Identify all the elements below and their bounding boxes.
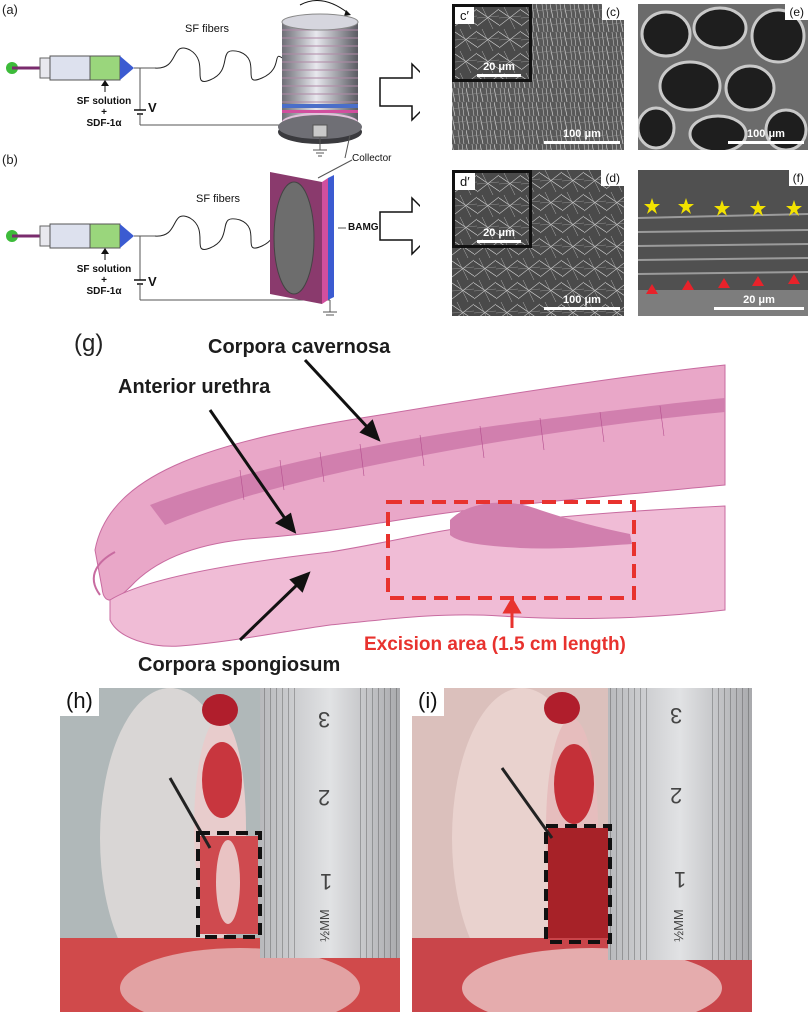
ruler-h-2: 2: [318, 785, 331, 810]
panel-label-e: (e): [785, 4, 808, 20]
red-triangle-markers: [646, 274, 800, 294]
ruler-h-1: 1: [320, 869, 333, 894]
ruler-i-1: 1: [674, 867, 687, 892]
fiber-path-a: [154, 47, 291, 82]
panel-label-i: (i): [412, 688, 444, 716]
voltage-label-b: V: [148, 274, 157, 289]
sem-image-c: c′ 20 μm (c) 100 μm: [452, 4, 624, 150]
histology-section: [92, 358, 726, 647]
yellow-star-markers: [644, 198, 802, 216]
fiber-path-b: [154, 215, 279, 250]
label-anterior-urethra: Anterior urethra: [118, 376, 271, 398]
sem-image-f: (f) 20 μm: [638, 170, 808, 316]
sem-image-d: d′ 20 μm (d) 100 μm: [452, 170, 624, 316]
ruler-h-3: 3: [318, 707, 331, 732]
sem-image-e: (e) 100 μm: [638, 4, 808, 150]
excision-box-h: [196, 831, 262, 939]
panel-label-f: (f): [788, 170, 808, 186]
scale-bar-c: 100 μm: [544, 128, 620, 144]
arrow-b: [379, 196, 420, 256]
surgical-photo-i: 3 2 1 ½MM (i): [412, 688, 752, 1012]
panel-label-c-prime: c′: [455, 7, 474, 24]
scale-bar-f: 20 μm: [714, 294, 804, 310]
label-corpora-spongiosum: Corpora spongiosum: [138, 654, 341, 676]
fibers-label-b: SF fibers: [196, 193, 241, 205]
label-excision-area: Excision area (1.5 cm length): [364, 634, 626, 655]
panel-label-a: (a): [2, 2, 18, 17]
scale-bar-e: 100 μm: [728, 128, 804, 144]
porous-sponge-structure: [638, 4, 808, 150]
excision-box-i: [544, 824, 612, 944]
ruler-h-unit: ½MM: [316, 909, 332, 942]
collector-label: Collector: [352, 153, 392, 164]
panel-label-d: (d): [601, 170, 624, 186]
syringe-b: [6, 223, 155, 249]
drum-collector: [278, 0, 362, 157]
panel-label-h: (h): [60, 688, 99, 716]
arrow-a: [379, 62, 420, 122]
panel-label-c: (c): [602, 4, 624, 20]
ruler-i-unit: ½MM: [670, 909, 686, 942]
panel-label-g: (g): [74, 330, 104, 357]
panel-label-b: (b): [2, 152, 18, 167]
voltage-label-a: V: [148, 100, 157, 115]
solution-label-b: SF solution + SDF-1α: [76, 264, 132, 297]
scale-bar-d-inset: 20 μm: [477, 227, 521, 243]
bamg-label: BAMG: [348, 222, 379, 233]
surgical-photo-h: 3 2 1 ½MM (h): [60, 688, 400, 1012]
panel-label-d-prime: d′: [455, 173, 475, 190]
syringe-a: [6, 55, 155, 81]
scale-bar-c-inset: 20 μm: [477, 61, 521, 77]
electrospinning-diagram: [6, 0, 420, 316]
plate-collector: [270, 172, 346, 316]
cross-section-structure: [638, 170, 808, 316]
scale-bar-d: 100 μm: [544, 294, 620, 310]
excision-box: [386, 500, 636, 600]
fibers-label-a: SF fibers: [185, 23, 230, 35]
inset-d-prime: d′ 20 μm: [452, 170, 532, 248]
label-corpora-cavernosa: Corpora cavernosa: [208, 336, 391, 358]
inset-c-prime: c′ 20 μm: [452, 4, 532, 82]
solution-label-a: SF solution + SDF-1α: [76, 96, 132, 129]
ruler-i-3: 3: [670, 703, 683, 728]
ruler-i-2: 2: [670, 783, 683, 808]
